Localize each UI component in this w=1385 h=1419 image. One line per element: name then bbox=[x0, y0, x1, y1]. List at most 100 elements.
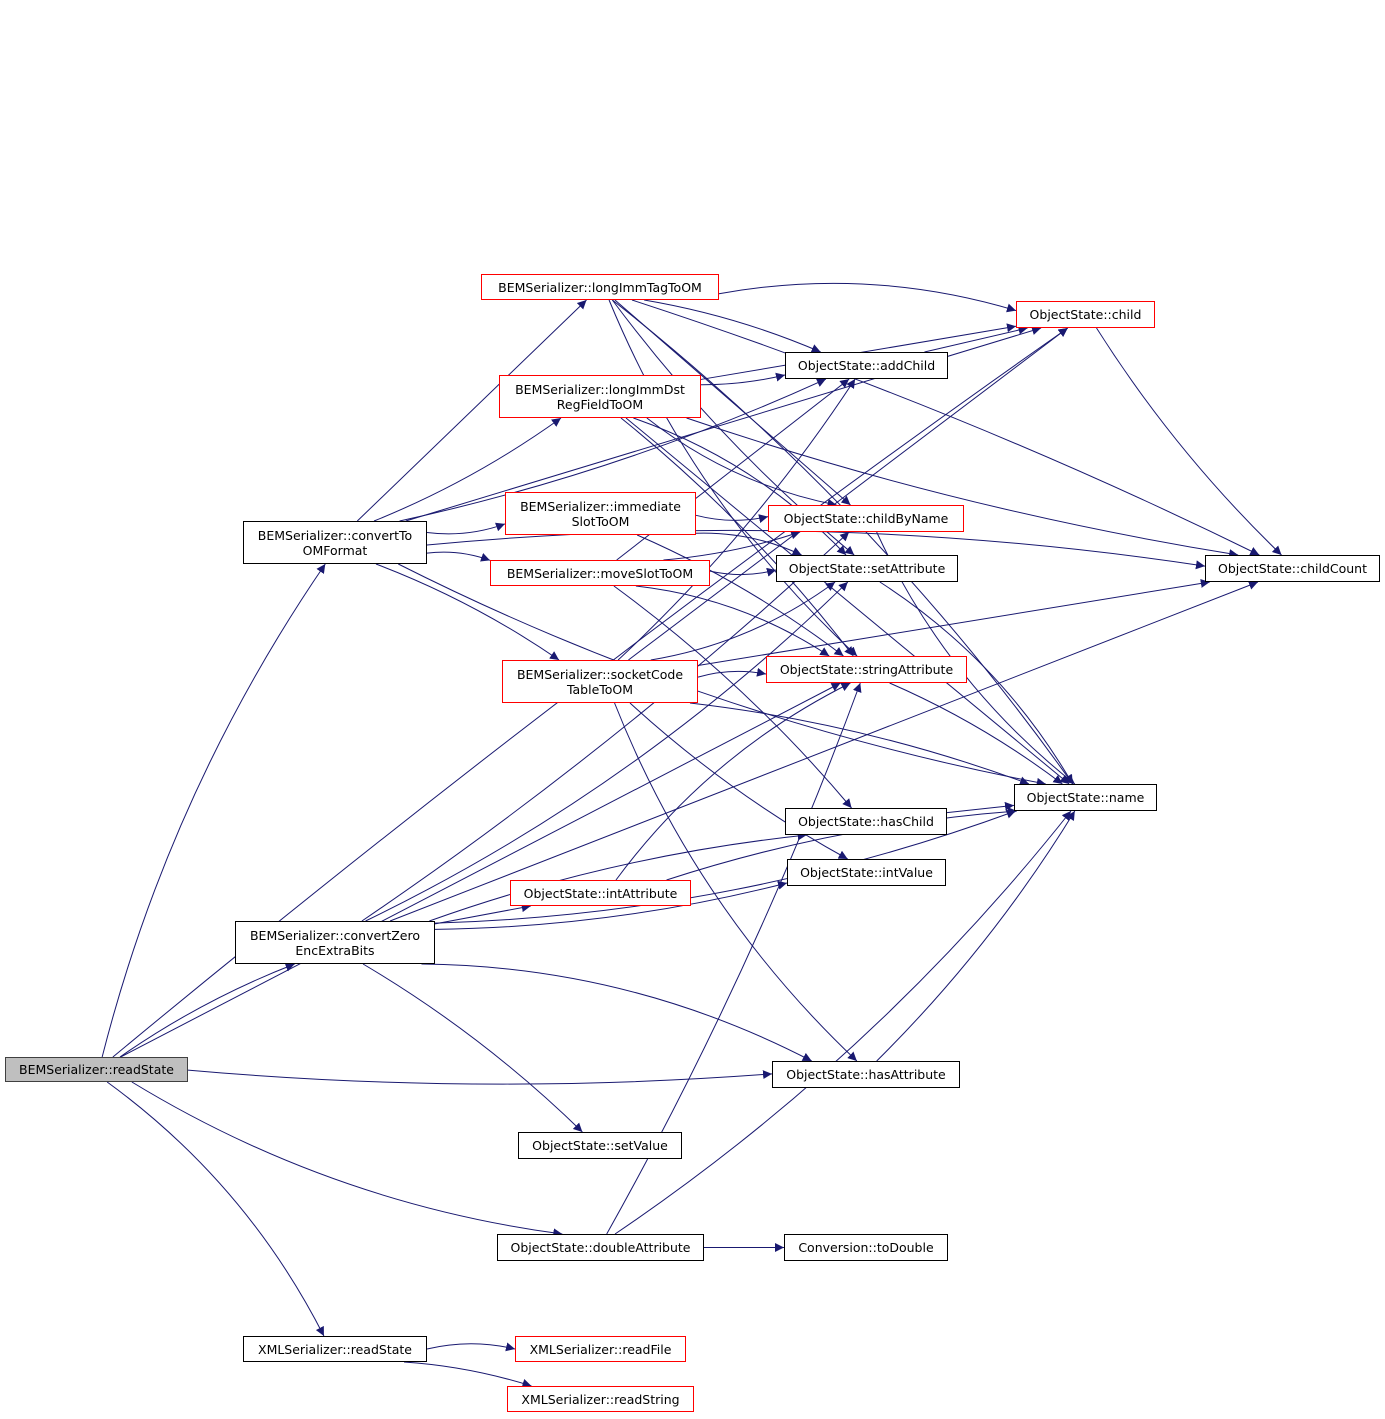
node-addchild[interactable]: ObjectState::addChild bbox=[785, 352, 948, 379]
edge-moveSlot-to-hasChild bbox=[613, 585, 852, 809]
edge-socketCode-to-hasAttribute bbox=[614, 702, 858, 1062]
node-hasattribute[interactable]: ObjectState::hasAttribute bbox=[772, 1061, 960, 1088]
edge-hasAttribute-to-name bbox=[876, 810, 1076, 1062]
edge-intAttribute-to-stringAttribute bbox=[615, 682, 851, 881]
edge-convertZero-to-name bbox=[434, 809, 1016, 924]
node-label: ObjectState::intAttribute bbox=[523, 885, 678, 901]
node-stringattribute[interactable]: ObjectState::stringAttribute bbox=[766, 656, 967, 683]
node-readfile[interactable]: XMLSerializer::readFile bbox=[515, 1336, 686, 1362]
edge-convertToOMFormat-to-longImmDst bbox=[373, 417, 562, 522]
edge-socketCode-to-addChild bbox=[617, 378, 856, 661]
edge-root-to-xmlReadState bbox=[106, 1081, 325, 1337]
node-label: ObjectState::setValue bbox=[532, 1138, 668, 1153]
node-childcount[interactable]: ObjectState::childCount bbox=[1205, 555, 1380, 582]
node-moveslottoom[interactable]: BEMSerializer::moveSlotToOM bbox=[490, 560, 710, 586]
node-label: ObjectState::hasChild bbox=[798, 814, 934, 829]
node-label-line1: BEMSerializer::convertTo bbox=[257, 527, 413, 543]
edge-longImmDst-to-name bbox=[625, 417, 1070, 785]
node-label: ObjectState::childCount bbox=[1217, 561, 1368, 576]
edge-child-to-childCount bbox=[1096, 327, 1282, 556]
edge-convertToOMFormat-to-name bbox=[398, 563, 1046, 787]
node-doubleattribute[interactable]: ObjectState::doubleAttribute bbox=[497, 1234, 704, 1261]
edge-socketCode-to-setAttribute bbox=[650, 581, 836, 661]
node-label-line2: EncExtraBits bbox=[295, 942, 375, 958]
node-xmlserializer-readstate[interactable]: XMLSerializer::readState bbox=[243, 1336, 427, 1362]
edge-setAttribute-to-name bbox=[879, 581, 1074, 785]
edge-convertToOMFormat-to-moveSlot bbox=[426, 551, 491, 562]
edge-longImmTag-to-child bbox=[718, 282, 1017, 313]
edge-convertZero-to-hasChild bbox=[429, 831, 807, 922]
node-label: BEMSerializer::longImmTagToOM bbox=[498, 279, 702, 295]
node-longimmdstregfieldtoom[interactable]: BEMSerializer::longImmDst RegFieldToOM bbox=[499, 375, 701, 418]
node-name[interactable]: ObjectState::name bbox=[1014, 784, 1157, 811]
edge-convertToOMFormat-to-immediateSlot bbox=[426, 522, 506, 535]
edge-longImmDst-to-addChild bbox=[700, 372, 786, 386]
edge-doubleAttribute-to-name bbox=[614, 810, 1072, 1235]
edge-addChild-to-child bbox=[924, 325, 1028, 353]
node-readstring[interactable]: XMLSerializer::readString bbox=[507, 1386, 694, 1412]
edge-convertZero-to-hasAttribute bbox=[421, 963, 812, 1062]
edge-convertZero-to-intValue bbox=[434, 880, 788, 930]
node-intvalue[interactable]: ObjectState::intValue bbox=[787, 859, 946, 886]
node-immediateslottoom[interactable]: BEMSerializer::immediate SlotToOM bbox=[505, 492, 696, 535]
node-child[interactable]: ObjectState::child bbox=[1016, 301, 1155, 328]
node-label: ObjectState::intValue bbox=[800, 865, 933, 880]
node-label-line1: BEMSerializer::longImmDst bbox=[515, 381, 685, 397]
edge-moveSlot-to-setAttribute bbox=[709, 567, 777, 577]
edge-moveSlot-to-addChild bbox=[616, 378, 850, 561]
node-label-line1: BEMSerializer::immediate bbox=[520, 498, 681, 514]
edge-socketCode-to-stringAttribute bbox=[697, 667, 767, 678]
edge-moveSlot-to-childByName bbox=[663, 530, 801, 561]
node-intattribute[interactable]: ObjectState::intAttribute bbox=[510, 880, 691, 906]
node-socketcodetabletoom[interactable]: BEMSerializer::socketCode TableToOM bbox=[502, 660, 698, 703]
edge-socketCode-to-intValue bbox=[629, 702, 848, 860]
node-setvalue[interactable]: ObjectState::setValue bbox=[518, 1132, 682, 1159]
node-label: BEMSerializer::moveSlotToOM bbox=[506, 565, 694, 581]
node-label: ObjectState::addChild bbox=[797, 358, 936, 373]
edge-immediateSlot-to-setAttribute bbox=[695, 532, 802, 556]
edge-immediateSlot-to-childByName bbox=[695, 514, 769, 523]
edge-root-to-convertToOMFormat bbox=[101, 563, 326, 1058]
edge-longImmDst-to-childByName bbox=[646, 417, 837, 508]
node-label: ObjectState::stringAttribute bbox=[779, 662, 954, 677]
node-label-line2: TableToOM bbox=[566, 681, 634, 697]
edge-longImmDst-to-stringAttribute bbox=[620, 417, 854, 657]
node-label-line1: BEMSerializer::convertZero bbox=[249, 927, 421, 943]
node-label: XMLSerializer::readFile bbox=[529, 1341, 672, 1357]
edge-convertToOMFormat-to-socketCode bbox=[375, 563, 560, 661]
edge-root-to-stringAttribute bbox=[120, 682, 841, 1058]
node-setattribute[interactable]: ObjectState::setAttribute bbox=[776, 555, 958, 582]
edge-convertZero-to-childByName bbox=[361, 531, 850, 922]
edge-convertZero-to-childCount bbox=[389, 581, 1259, 922]
node-label-line2: SlotToOM bbox=[571, 513, 630, 529]
node-todouble[interactable]: Conversion::toDouble bbox=[784, 1234, 948, 1261]
edge-longImmDst-to-childCount bbox=[686, 417, 1239, 559]
edge-socketCode-to-childCount bbox=[697, 579, 1210, 667]
node-label: Conversion::toDouble bbox=[798, 1240, 934, 1255]
node-label: ObjectState::child bbox=[1029, 307, 1142, 322]
edge-convertToOMFormat-to-addChild bbox=[399, 378, 827, 522]
node-childbyname[interactable]: ObjectState::childByName bbox=[768, 505, 964, 532]
node-converttoomformat[interactable]: BEMSerializer::convertTo OMFormat bbox=[243, 521, 427, 564]
edge-socketCode-to-name bbox=[689, 702, 1030, 786]
node-convertzeroencextrabits[interactable]: BEMSerializer::convertZero EncExtraBits bbox=[235, 921, 435, 964]
edge-xmlReadState-to-readString bbox=[403, 1361, 532, 1388]
node-label: BEMSerializer::readState bbox=[19, 1062, 174, 1077]
node-label: XMLSerializer::readState bbox=[258, 1341, 412, 1357]
node-bemserializer-readstate: BEMSerializer::readState bbox=[5, 1057, 188, 1082]
edge-hasChild-to-name bbox=[946, 801, 1015, 814]
node-label: ObjectState::setAttribute bbox=[788, 561, 946, 576]
edge-root-to-hasAttribute bbox=[187, 1069, 773, 1085]
node-haschild[interactable]: ObjectState::hasChild bbox=[785, 808, 947, 835]
edge-convertZero-to-setValue bbox=[362, 963, 583, 1133]
node-label: ObjectState::doubleAttribute bbox=[510, 1240, 691, 1255]
edge-convertToOMFormat-to-longImmTag bbox=[356, 299, 587, 522]
edge-immediateSlot-to-stringAttribute bbox=[636, 534, 844, 657]
edge-root-to-convertZero bbox=[119, 963, 295, 1058]
node-label-line2: RegFieldToOM bbox=[556, 396, 644, 412]
node-label: ObjectState::childByName bbox=[783, 511, 949, 526]
edge-root-to-doubleAttribute bbox=[131, 1081, 563, 1238]
node-longimmtagtoom[interactable]: BEMSerializer::longImmTagToOM bbox=[481, 274, 719, 300]
